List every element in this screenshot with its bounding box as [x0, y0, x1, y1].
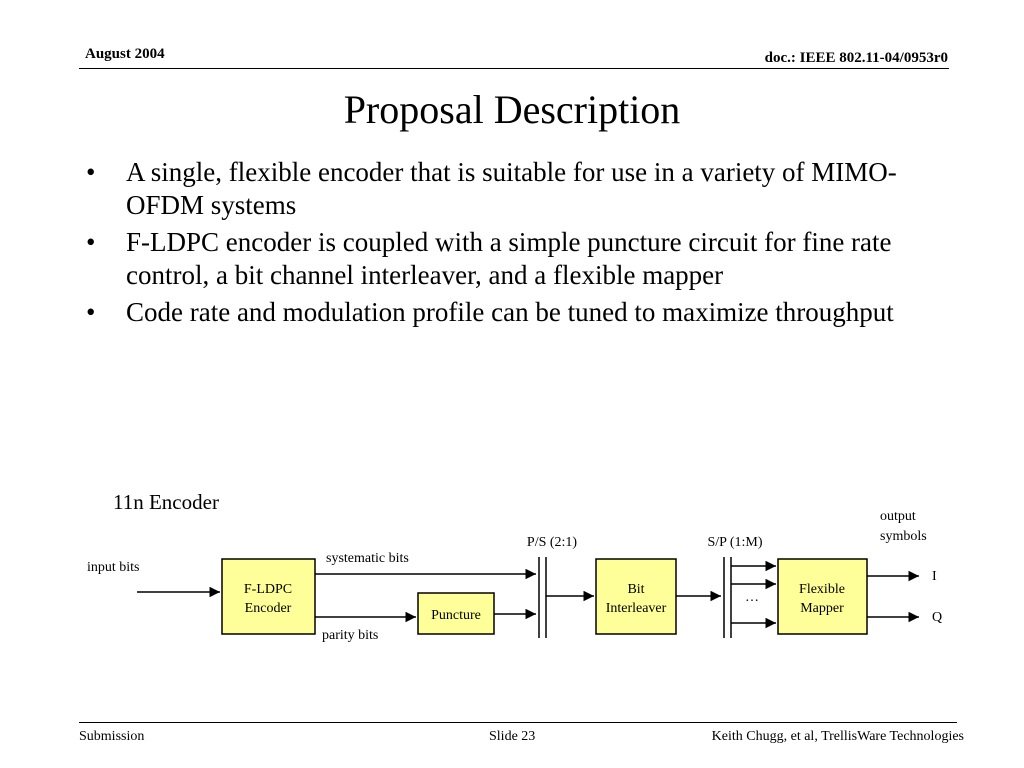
bullet-dot: • — [86, 227, 96, 257]
header-date: August 2004 — [85, 46, 165, 62]
input-bits-label: input bits — [87, 560, 140, 575]
parity-bits-label: parity bits — [322, 628, 378, 643]
header-rule — [79, 68, 949, 69]
bullet-dot: • — [86, 157, 96, 187]
output-label-1: output — [880, 509, 916, 524]
bullet-text: Code rate and modulation profile can be … — [126, 297, 894, 327]
flexible-mapper-block — [777, 558, 868, 635]
output-label-2: symbols — [880, 529, 927, 544]
encoder-label-1: F-LDPC — [244, 582, 292, 597]
output-q-label: Q — [932, 610, 942, 625]
footer-authors: Keith Chugg, et al, TrellisWare Technolo… — [711, 729, 964, 744]
sp-ellipsis: … — [745, 590, 759, 605]
sp-label: S/P (1:M) — [707, 535, 762, 550]
puncture-label: Puncture — [431, 608, 481, 623]
interleaver-label-2: Interleaver — [606, 601, 667, 616]
bullet-item: • Code rate and modulation profile can be… — [86, 296, 966, 329]
f-ldpc-encoder-block — [221, 558, 316, 635]
output-i-label: I — [932, 569, 937, 584]
footer-slide-number: Slide 23 — [489, 729, 536, 744]
encoder-label-2: Encoder — [245, 601, 292, 616]
footer-submission: Submission — [79, 729, 145, 744]
interleaver-label-1: Bit — [627, 582, 644, 597]
bullet-list: • A single, flexible encoder that is suit… — [86, 156, 966, 333]
diagram-caption: 11n Encoder — [113, 490, 219, 514]
header-doc-id: doc.: IEEE 802.11-04/0953r0 — [764, 50, 948, 66]
bullet-text: A single, flexible encoder that is suita… — [126, 157, 897, 220]
systematic-bits-label: systematic bits — [326, 551, 409, 566]
mapper-label-1: Flexible — [799, 582, 845, 597]
slide-title: Proposal Description — [343, 87, 681, 132]
ps-label: P/S (2:1) — [527, 535, 578, 550]
bullet-item: • F-LDPC encoder is coupled with a simple… — [86, 226, 966, 292]
bullet-text: F-LDPC encoder is coupled with a simple … — [126, 227, 892, 290]
footer-rule — [79, 722, 957, 723]
bullet-dot: • — [86, 297, 96, 327]
bullet-item: • A single, flexible encoder that is suit… — [86, 156, 966, 222]
mapper-label-2: Mapper — [800, 601, 844, 616]
